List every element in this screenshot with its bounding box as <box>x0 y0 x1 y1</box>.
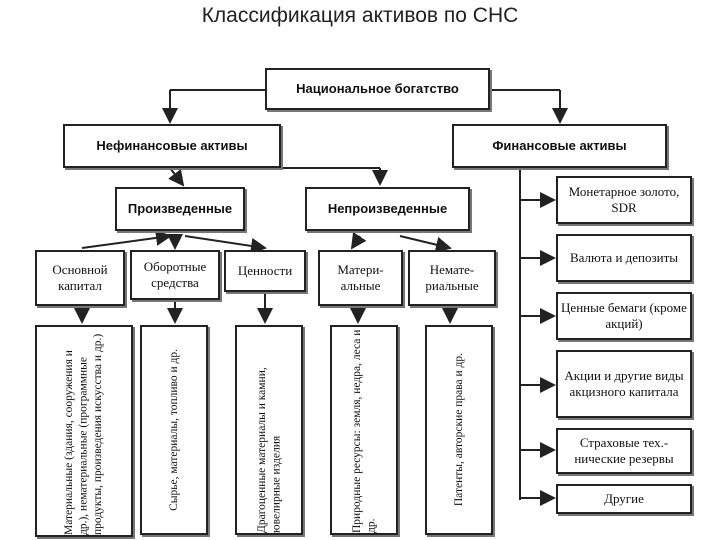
detail-tangible-text: Природные ресурсы: земля, недра, леса и … <box>350 329 377 533</box>
detail-fixed-capital-text: Материальные (здания, сооружения и др.),… <box>63 333 105 535</box>
node-intangible: Немате-риальные <box>408 250 496 306</box>
detail-valuables-text: Драгоценные материалы и камни, ювелирные… <box>255 367 282 533</box>
node-shares: Акции и другие виды акцизного капитала <box>556 350 692 418</box>
node-fixed-capital: Основной капитал <box>35 250 125 306</box>
node-currency-deposits: Валюта и депозиты <box>556 234 692 282</box>
node-nonfinancial-assets: Нефинансовые активы <box>63 124 281 168</box>
node-working-capital: Оборотные средства <box>130 250 220 300</box>
node-valuables: Ценности <box>224 250 306 292</box>
detail-intangible-text: Патенты, авторские права и др. <box>452 353 465 507</box>
detail-valuables: Драгоценные материалы и камни, ювелирные… <box>235 325 303 535</box>
node-monetary-gold: Монетарное золото, SDR <box>556 176 692 224</box>
node-securities: Ценные бемаги (кроме акций) <box>556 292 692 340</box>
node-financial-assets: Финансовые активы <box>452 124 667 168</box>
page-title: Классификация активов по СНС <box>201 4 519 27</box>
detail-fixed-capital: Материальные (здания, сооружения и др.),… <box>35 325 133 537</box>
detail-intangible: Патенты, авторские права и др. <box>425 325 493 535</box>
detail-tangible: Природные ресурсы: земля, недра, леса и … <box>330 325 398 535</box>
node-tangible: Матери-альные <box>318 250 403 306</box>
detail-working-capital: Сырье, материалы, топливо и др. <box>140 325 208 535</box>
node-nonproduced: Непроизведенные <box>305 187 470 231</box>
node-national-wealth: Национальное богатство <box>265 68 490 110</box>
node-insurance-reserves: Страховые тех.-нические резервы <box>556 428 692 474</box>
node-other: Другие <box>556 484 692 514</box>
node-produced: Произведенные <box>115 187 245 231</box>
detail-working-capital-text: Сырье, материалы, топливо и др. <box>167 349 180 511</box>
